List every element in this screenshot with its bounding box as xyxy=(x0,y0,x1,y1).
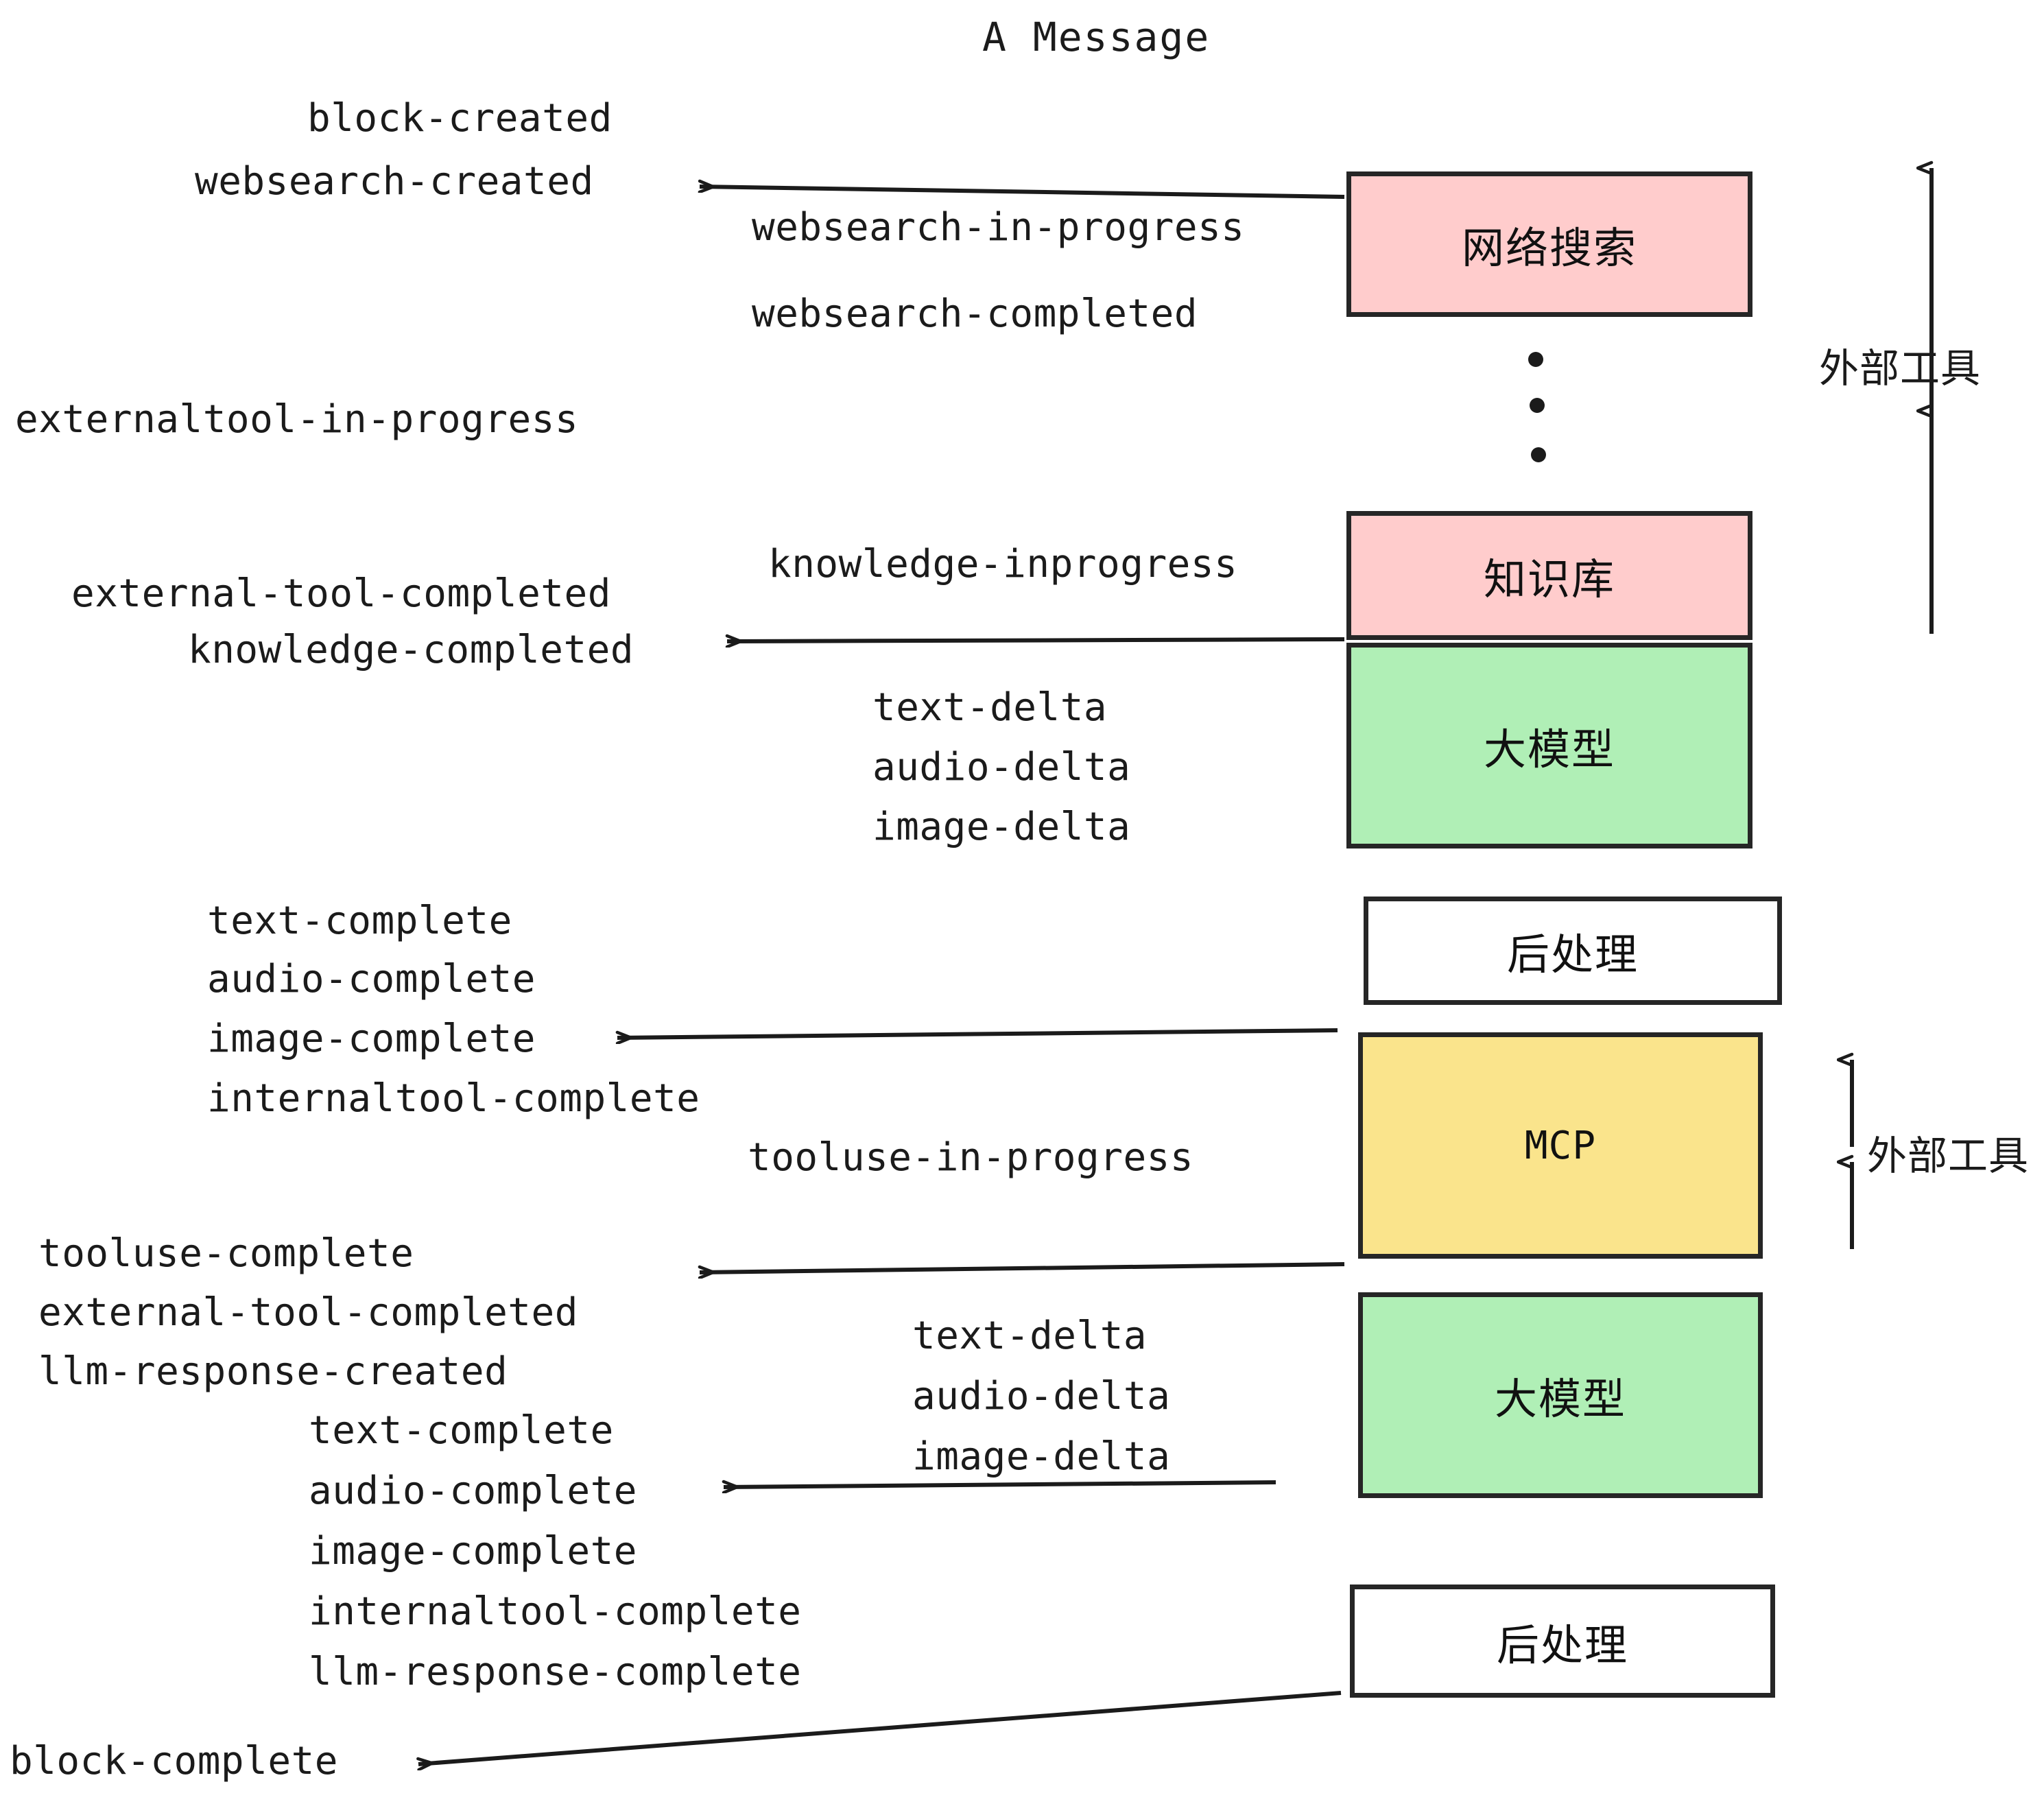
event-externaltool-in-progress: externaltool-in-progress xyxy=(15,397,579,442)
event-text-delta-2: text-delta xyxy=(912,1314,1148,1358)
event-websearch-created: websearch-created xyxy=(195,159,594,204)
ellipsis-dot-2 xyxy=(1530,398,1545,413)
event-llm-response-created: llm-response-created xyxy=(38,1349,508,1394)
event-external-tool-completed-1: external-tool-completed xyxy=(71,571,611,616)
arrow-mcp-to-tooluse-complete xyxy=(700,1262,1345,1272)
node-llm-bottom-label: 大模型 xyxy=(1494,1374,1626,1424)
event-block-created: block-created xyxy=(307,96,613,141)
event-image-complete-2: image-complete xyxy=(309,1529,638,1574)
ellipsis-dot-1 xyxy=(1528,352,1543,367)
event-llm-response-complete: llm-response-complete xyxy=(309,1650,802,1694)
node-llm-top[interactable]: 大模型 xyxy=(1346,643,1752,848)
event-internaltool-complete-1: internaltool-complete xyxy=(207,1076,700,1121)
event-knowledge-completed: knowledge-completed xyxy=(188,628,634,672)
event-image-complete-1: image-complete xyxy=(207,1017,536,1061)
event-tooluse-complete: tooluse-complete xyxy=(38,1231,414,1276)
event-image-delta-1: image-delta xyxy=(872,805,1131,849)
node-knowledge-base-label: 知识库 xyxy=(1483,554,1615,604)
node-websearch[interactable]: 网络搜索 xyxy=(1346,171,1752,317)
node-postprocess-1-label: 后处理 xyxy=(1506,929,1639,980)
node-postprocess-1[interactable]: 后处理 xyxy=(1364,897,1782,1005)
event-internaltool-complete-2: internaltool-complete xyxy=(309,1589,802,1634)
arrow-postprocess2-to-blockcomplete xyxy=(418,1691,1342,1764)
node-llm-top-label: 大模型 xyxy=(1483,724,1615,774)
label-external-tools-top: 外部工具 xyxy=(1819,345,1982,392)
event-websearch-in-progress: websearch-in-progress xyxy=(752,205,1245,250)
event-text-complete-1: text-complete xyxy=(207,899,512,943)
event-text-complete-2: text-complete xyxy=(309,1408,614,1453)
event-text-delta-1: text-delta xyxy=(872,685,1108,730)
arrow-knowledge-to-completed xyxy=(727,639,1345,641)
event-tooluse-in-progress: tooluse-in-progress xyxy=(748,1135,1194,1180)
event-block-complete: block-complete xyxy=(10,1739,339,1783)
node-mcp-label: MCP xyxy=(1524,1123,1597,1168)
arrow-llm-to-audiocomplete xyxy=(724,1482,1276,1487)
event-image-delta-2: image-delta xyxy=(912,1434,1171,1479)
arrow-websearch-to-created xyxy=(700,187,1345,199)
node-knowledge-base[interactable]: 知识库 xyxy=(1346,511,1752,640)
diagram-title: A Message xyxy=(982,14,1211,60)
node-llm-bottom[interactable]: 大模型 xyxy=(1358,1292,1763,1498)
event-knowledge-inprogress: knowledge-inprogress xyxy=(768,542,1238,586)
arrow-postprocess1-to-imagecomplete xyxy=(617,1028,1338,1038)
label-external-tools-bottom: 外部工具 xyxy=(1867,1132,2030,1179)
node-postprocess-2-label: 后处理 xyxy=(1496,1619,1628,1670)
event-audio-complete-1: audio-complete xyxy=(207,957,536,1001)
node-mcp[interactable]: MCP xyxy=(1358,1032,1763,1259)
node-websearch-label: 网络搜索 xyxy=(1461,223,1637,273)
ellipsis-dot-3 xyxy=(1531,447,1546,462)
event-audio-delta-2: audio-delta xyxy=(912,1374,1171,1419)
event-audio-complete-2: audio-complete xyxy=(309,1469,638,1513)
event-audio-delta-1: audio-delta xyxy=(872,745,1131,790)
event-websearch-completed: websearch-completed xyxy=(752,292,1198,336)
node-postprocess-2[interactable]: 后处理 xyxy=(1350,1585,1775,1698)
event-external-tool-completed-2: external-tool-completed xyxy=(38,1290,578,1335)
